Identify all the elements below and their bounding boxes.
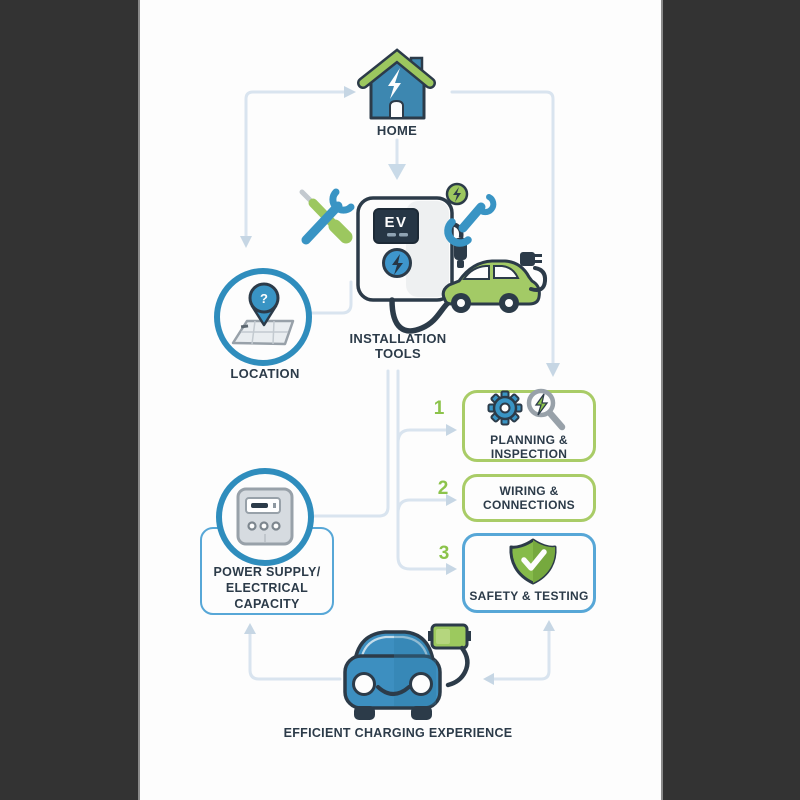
outcome-label: EFFICIENT CHARGING EXPERIENCE [283,726,513,740]
magnifier-handle [545,408,566,431]
connector-home-step1 [450,90,555,365]
screwdriver-handle [328,219,353,244]
crossed-tools-icon [299,188,355,245]
house-door [389,99,404,119]
step2-label-line1: WIRING & [499,484,559,498]
step1-label: PLANNING & INSPECTION [462,433,596,462]
car-windshield-line [360,635,429,657]
location-node [214,268,312,366]
step2-label: WIRING & CONNECTIONS [462,484,596,513]
coin-bolt-icon [445,182,469,206]
wrench-bottom-head [444,218,472,247]
arrowhead-branch-step1 [446,424,457,436]
connector-tools-power [310,369,390,518]
connector-safety-car [492,629,551,681]
green-car-plug-prong-1 [534,254,542,257]
charger-bolt-icon [392,254,403,275]
connector-home-location [244,90,346,238]
car-headlight-left [352,672,376,696]
connector-location-tools [309,280,353,315]
map-fold-lines [241,320,288,345]
power-supply-line1: POWER SUPPLY/ [213,565,321,579]
step-number-3: 3 [438,543,450,564]
arrowhead-into-step1-right [546,363,560,377]
connector-car-power [248,632,342,681]
meter-reading-bar [251,503,268,508]
meter-button-3 [271,521,281,531]
shield-check-icon [509,538,557,585]
wrench-shaft-2 [458,202,486,233]
green-car-plug-prong-2 [534,260,542,263]
map-mark [240,324,249,329]
gear-icon [487,390,523,426]
arrowhead-into-tools [388,164,406,180]
home-label: HOME [376,123,418,138]
power-supply-line3: CAPACITY [234,597,300,611]
map-pin-question-glyph: ? [260,291,268,306]
car-headlight-right [409,672,433,696]
meter-reading-dot [273,503,276,508]
magnifier-bolt-icon [526,388,566,431]
arrowhead-into-location [240,236,252,248]
green-car-charge-cable [529,266,548,292]
step-number-2: 2 [437,478,449,499]
connector-branch-step1 [396,428,448,445]
arrowhead-into-power [244,623,256,634]
wrench-shaft [301,201,343,245]
step-box-wiring-connections [462,474,596,522]
battery-cable [445,645,470,688]
green-battery-icon [428,623,471,688]
magnifier-bolt-glyph [534,393,549,416]
charger-plug-tip [457,260,464,268]
installation-tools-label: INSTALLATION TOOLS [323,331,473,362]
shield-shade [533,540,556,583]
shield-checkmark [521,549,547,571]
car-body-shade [394,634,436,706]
location-label: LOCATION [230,366,300,381]
step-number-1: 1 [433,398,445,419]
car-smile [376,685,411,696]
installation-tools-line1: INSTALLATION [349,331,447,346]
charger-screen-dash-2 [399,233,408,237]
charger-bottom-cable [389,297,453,334]
coin-bolt-glyph [453,187,461,202]
power-supply-label: POWER SUPPLY/ ELECTRICAL CAPACITY [200,564,334,612]
arrowhead-into-car [483,673,494,685]
step2-label-line2: CONNECTIONS [483,497,575,512]
arrowhead-into-safety [543,620,555,631]
connector-branch-step2 [396,498,448,515]
charger-screen-dash-1 [387,233,396,237]
house-roof [359,51,434,87]
electric-car-side-icon [441,252,548,313]
smiling-car-front-icon [343,630,442,720]
step1-label-line2: INSPECTION [490,446,568,461]
house-icon [357,48,436,120]
meter-button-2 [259,521,269,531]
green-car-plug [520,252,535,266]
house-bolt-icon [388,68,401,99]
connector-tools-steps-trunk [396,369,448,571]
power-supply-node [216,468,314,566]
green-car-window-front [493,265,520,279]
step3-label: SAFETY & TESTING [469,589,589,603]
green-car-window-rear [462,265,490,280]
step1-label-line1: PLANNING & [490,433,568,447]
installation-tools-line2: TOOLS [374,346,422,362]
power-supply-line2: ELECTRICAL [225,581,309,595]
wrench-icon [444,194,497,247]
arrowhead-branch-step3 [446,563,457,575]
arrowhead-branch-step2 [446,494,457,506]
charger-screen-label: EV [384,214,408,231]
connector-lines [244,90,555,681]
connector-arrowheads [240,86,560,685]
ev-charger-icon [356,196,467,334]
car-wheel-left [354,706,375,720]
arrowhead-into-home [344,86,356,98]
battery-highlight [436,629,450,644]
car-wheel-right [411,706,432,720]
meter-button-1 [247,521,257,531]
map-pin-icon [248,282,280,314]
